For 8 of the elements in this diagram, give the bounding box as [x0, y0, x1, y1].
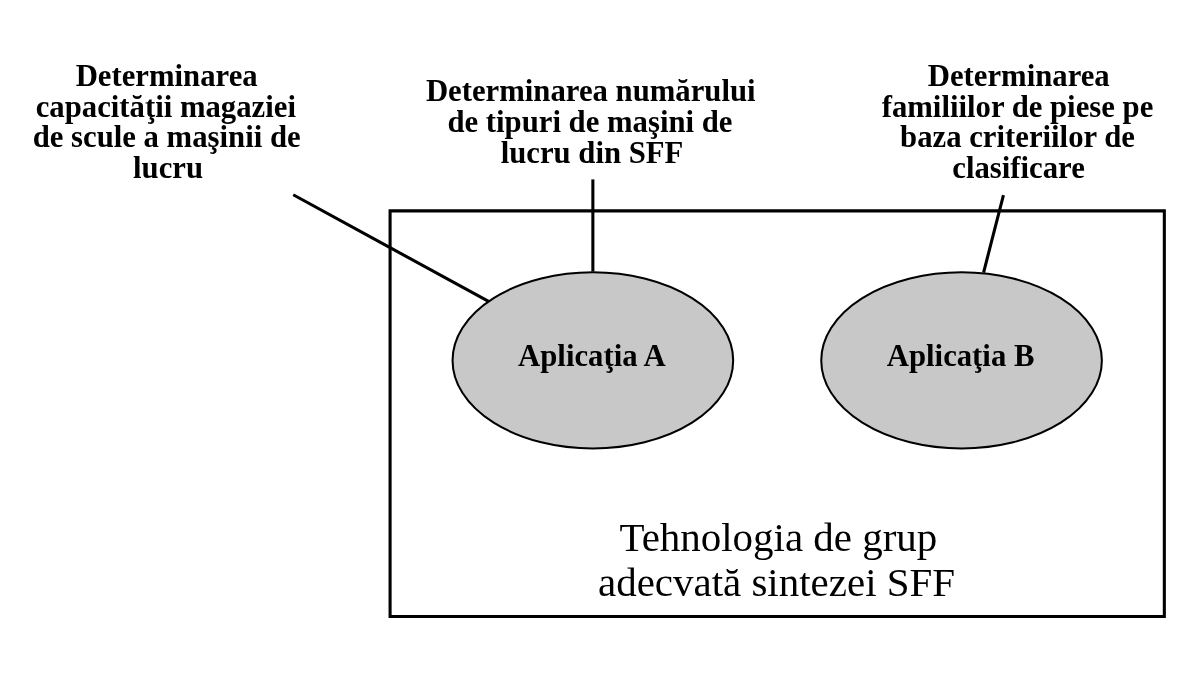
node-text: Determinarea capacităţii magaziei de scule a maşinii de lucru	[32, 58, 301, 185]
connector	[292, 192, 490, 303]
node-ellipse: Aplicaţia A	[451, 270, 735, 449]
node-text: Determinarea numărului de tipuri de maşini de lucru din SFF	[425, 73, 756, 170]
node-text: Determinarea familiilor de piese pe baza criteriilor de clasificare	[881, 58, 1154, 185]
node-ellipse: Aplicaţia B	[820, 270, 1103, 449]
connector	[591, 178, 595, 272]
connector	[982, 194, 1005, 273]
